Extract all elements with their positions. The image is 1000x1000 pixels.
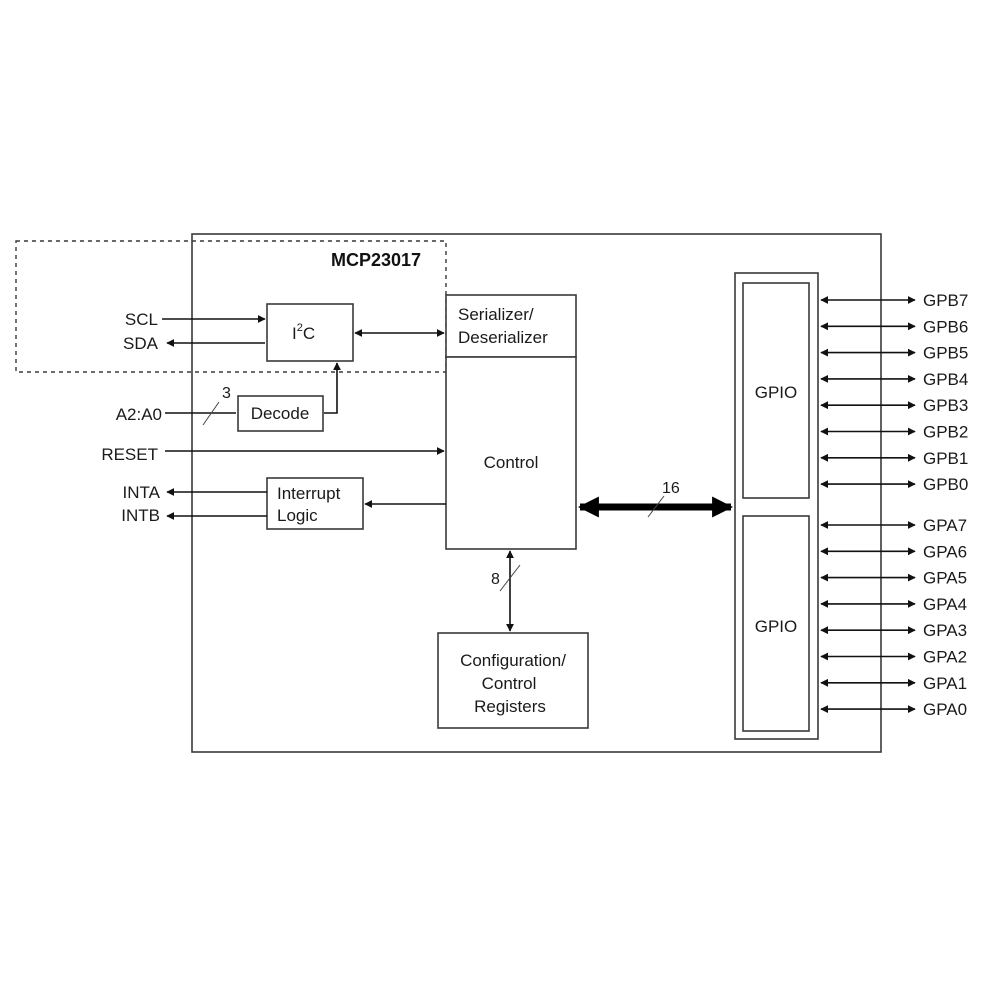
chip-name: MCP23017 (331, 250, 421, 270)
signal-scl: SCL (125, 310, 158, 329)
pin-label-gpb5: GPB5 (923, 344, 968, 363)
i2c-label: I2C (292, 322, 315, 343)
pin-label-gpb2: GPB2 (923, 423, 968, 442)
gpio-a-label: GPIO (755, 617, 798, 636)
pin-label-gpb1: GPB1 (923, 449, 968, 468)
pin-label-gpa1: GPA1 (923, 674, 967, 693)
signal-intb: INTB (121, 506, 160, 525)
interrupt-label-line1: Interrupt (277, 484, 341, 503)
internal-bus-width: 16 (662, 480, 680, 497)
config-label-line2: Control (482, 674, 537, 693)
pin-label-gpa2: GPA2 (923, 648, 967, 667)
pin-label-gpa5: GPA5 (923, 569, 967, 588)
pin-label-gpa4: GPA4 (923, 595, 967, 614)
i2c-dashed-region (15, 240, 447, 373)
pin-label-gpb7: GPB7 (923, 291, 968, 310)
chip-outline (191, 233, 882, 753)
serializer-block (445, 294, 577, 358)
config-bus-width: 8 (491, 571, 500, 588)
signal-sda: SDA (123, 334, 159, 353)
pin-label-gpb4: GPB4 (923, 370, 968, 389)
decode-block (237, 395, 324, 432)
control-label: Control (484, 453, 539, 472)
internal-bus-slash (647, 495, 665, 518)
i2c-block (266, 303, 354, 362)
config-registers-block (437, 632, 589, 729)
config-label-line1: Configuration/ (460, 651, 566, 670)
interrupt-label-line2: Logic (277, 506, 318, 525)
address-bus-width: 3 (222, 385, 231, 402)
pin-label-gpb3: GPB3 (923, 396, 968, 415)
gpio-outer-frame (734, 272, 819, 740)
pin-label-gpa0: GPA0 (923, 700, 967, 719)
signal-a2a0: A2:A0 (116, 405, 162, 424)
pin-label-gpa6: GPA6 (923, 542, 967, 561)
serializer-label-line1: Serializer/ (458, 305, 534, 324)
pin-label-gpa7: GPA7 (923, 516, 967, 535)
config-label-line3: Registers (474, 697, 546, 716)
pin-label-gpa3: GPA3 (923, 621, 967, 640)
gpio-b-label: GPIO (755, 383, 798, 402)
signal-inta: INTA (123, 483, 161, 502)
pin-label-gpb0: GPB0 (923, 475, 968, 494)
pin-label-gpb6: GPB6 (923, 317, 968, 336)
address-bus-slash (202, 401, 220, 426)
control-block (445, 356, 577, 550)
decode-i2c-wire (324, 362, 341, 414)
interrupt-logic-block (266, 477, 364, 530)
serializer-label-line2: Deserializer (458, 328, 548, 347)
gpio-b-block (742, 282, 810, 499)
signal-reset: RESET (101, 445, 158, 464)
gpio-a-block (742, 515, 810, 732)
config-bus-slash (499, 564, 521, 592)
decode-label: Decode (251, 404, 310, 423)
